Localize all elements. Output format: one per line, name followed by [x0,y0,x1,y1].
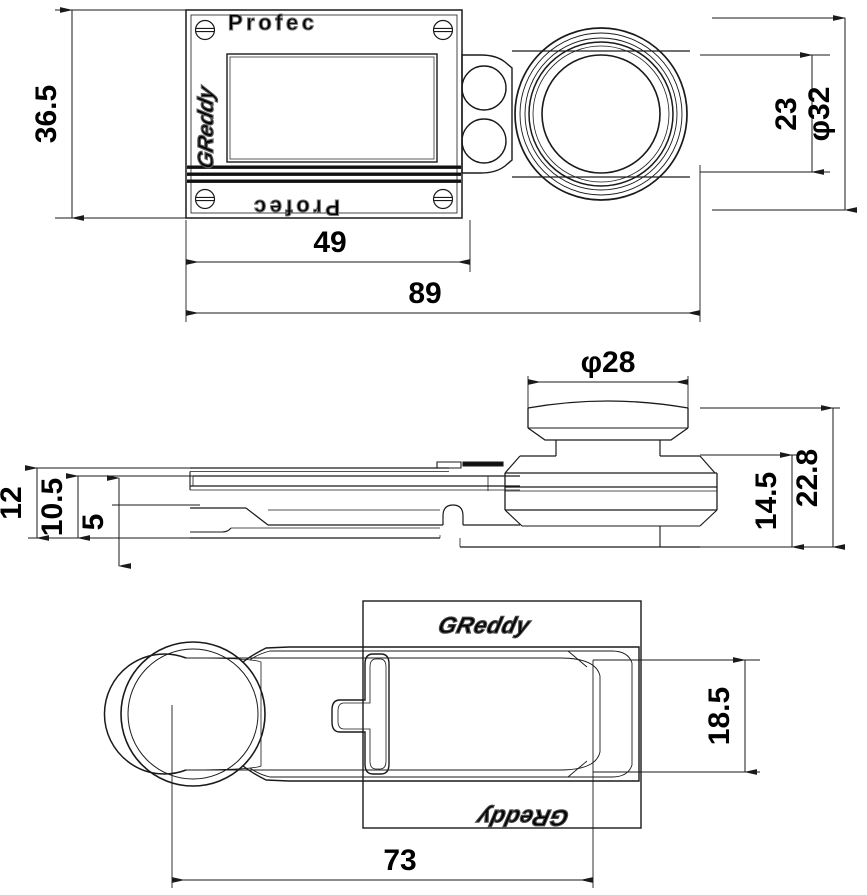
greddy-logo-bottom-top-text: GReddy [436,612,534,638]
profec-label-top-text: Profec [228,10,317,35]
dimension-89-label: 89 [408,277,441,310]
button-pod [461,54,513,174]
greddy-logo-bottom-bottom: GReddy [473,804,572,831]
dimension-phi32-label: φ32 [803,87,836,142]
dimension-5-label: 5 [77,514,110,531]
dimension-12: 12 [0,465,49,541]
dimension-10-5-label: 10.5 [36,478,69,536]
button-upper[interactable] [461,65,507,111]
profec-label-bottom-text: Profec [251,195,340,220]
top-view: Profec Profec GReddy [30,7,857,322]
dimension-phi28: φ28 [528,346,688,385]
bracket-outline [103,641,640,787]
lcd-screen [226,53,438,163]
back-plate-outline [362,600,642,829]
knob-assembly [459,400,718,548]
dimension-49-label: 49 [313,226,346,259]
dimension-49: 49 [186,226,470,265]
dimension-36-5: 36.5 [30,7,84,221]
greddy-logo-side-text: GReddy [193,82,218,171]
side-body-profile [189,461,520,539]
dimension-12-label: 12 [0,486,28,519]
profec-label-top: Profec [227,9,317,35]
bottom-view-witness-lines [171,659,760,888]
dimension-89: 89 [186,277,700,316]
dimension-14-5: 14.5 [750,452,804,550]
dimension-23-label: 23 [770,97,803,130]
dimension-73-label: 73 [383,844,416,877]
dimension-22-8-label: 22.8 [791,449,824,507]
gauge-housing [514,27,688,201]
dimension-10-5: 10.5 [36,473,90,541]
dimension-23: 23 [770,52,824,175]
dimension-18-5: 18.5 [703,657,757,775]
dimension-phi32: φ32 [803,15,857,213]
dimension-14-5-label: 14.5 [750,472,783,530]
profec-label-bottom: Profec [250,194,341,220]
greddy-logo-bottom-bottom-text: GReddy [474,805,572,831]
button-lower[interactable] [461,118,507,164]
gauge-mount-plate [512,50,690,178]
dimension-18-5-label: 18.5 [703,687,736,745]
dimension-5: 5 [77,475,131,569]
stripe-band [187,165,461,183]
side-view: 12 10.5 5 φ28 22.8 14.5 [0,346,845,569]
greddy-logo-side: GReddy [193,82,219,172]
dimension-73: 73 [172,844,593,883]
greddy-logo-bottom-top: GReddy [435,612,534,639]
dimension-phi28-label: φ28 [581,346,636,379]
dimension-36-5-label: 36.5 [30,85,63,143]
bottom-view: GReddy GReddy 18.5 73 [103,600,760,888]
